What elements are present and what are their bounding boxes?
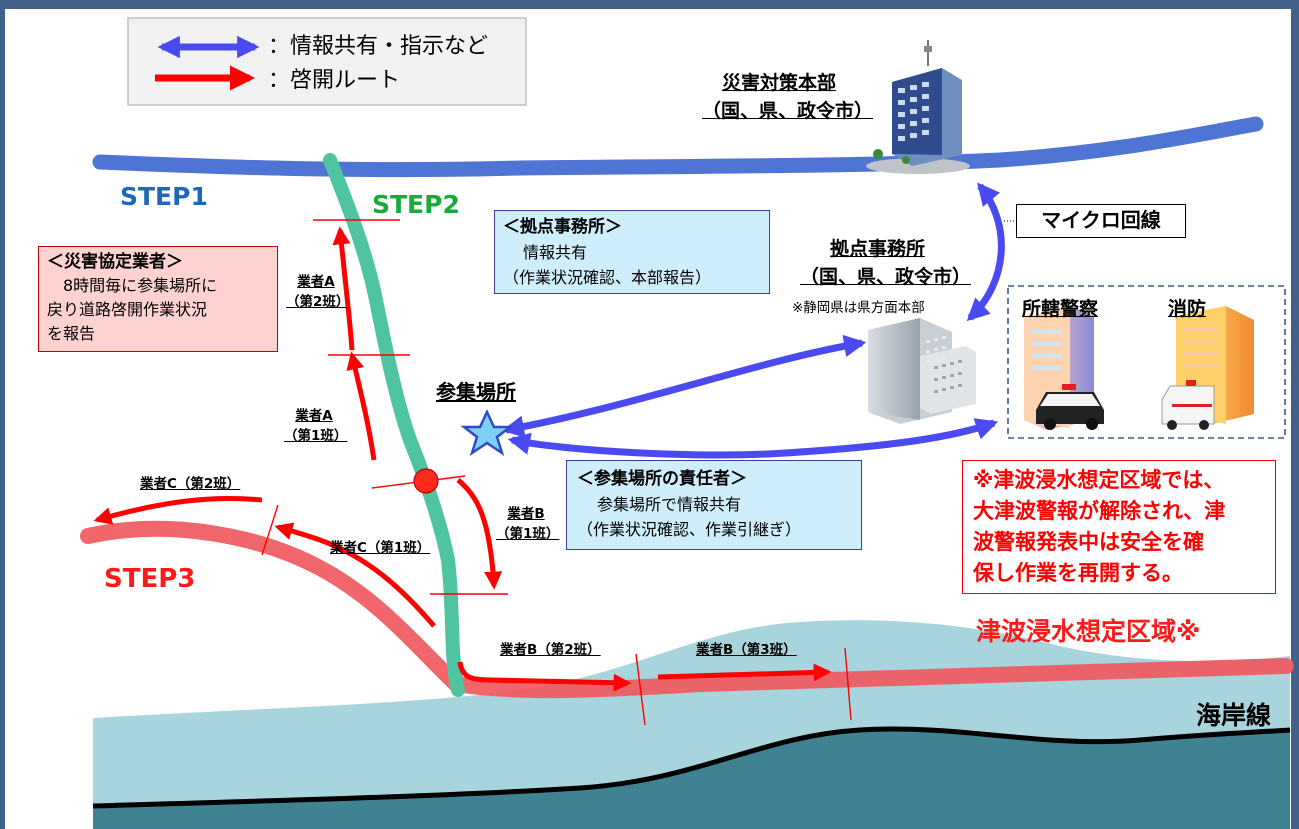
team-a1-name: 業者A bbox=[295, 408, 333, 424]
base-office-building-icon bbox=[868, 318, 976, 424]
contractor-box-line3: を報告 bbox=[47, 324, 96, 343]
legend-route-label: ：啓開ルート bbox=[268, 68, 401, 93]
tsunami-zone-label: 津波浸水想定区域※ bbox=[976, 617, 1201, 646]
step3-label: STEP3 bbox=[104, 564, 196, 594]
route-arrow-c2 bbox=[93, 495, 263, 525]
rally-point-label: 参集場所 bbox=[436, 380, 516, 404]
team-b1-shift: （第1班） bbox=[496, 526, 560, 542]
micro-link-box: マイクロ回線 bbox=[1016, 204, 1186, 238]
team-a1-label: 業者A （第1班） bbox=[284, 406, 348, 446]
route-arrow-a2 bbox=[332, 226, 355, 351]
base-office-box-title: ＜拠点事務所＞ bbox=[503, 217, 622, 237]
frame-top bbox=[0, 0, 1299, 9]
contractor-box-title: ＜災害協定業者＞ bbox=[47, 252, 183, 272]
team-a2-label: 業者A （第2班） bbox=[286, 272, 350, 312]
sea-deep bbox=[93, 729, 1290, 829]
ambulance-icon bbox=[1161, 380, 1215, 430]
team-a1-shift: （第1班） bbox=[284, 428, 348, 444]
route-arrow-b1 bbox=[456, 478, 503, 590]
legend-panel bbox=[127, 17, 527, 106]
team-a2-name: 業者A bbox=[297, 274, 335, 290]
base-office-box-line1: 情報共有 bbox=[523, 243, 588, 262]
frame-left bbox=[0, 0, 5, 829]
base-office-subtitle: （国、県、政令市） bbox=[800, 266, 972, 288]
junction-point bbox=[413, 468, 439, 494]
contractor-box-line2: 戻り道路啓開作業状況 bbox=[47, 300, 208, 319]
hq-subtitle: （国、県、政令市） bbox=[702, 100, 874, 122]
tsunami-note-line4: 保し作業を再開する。 bbox=[973, 561, 1183, 585]
tsunami-note-line1: ※津波浸水想定区域では、 bbox=[973, 468, 1225, 492]
fire-label: 消防 bbox=[1168, 298, 1207, 320]
team-a2-shift: （第2班） bbox=[286, 294, 350, 310]
tsunami-note-line2: 大津波警報が解除され、津 bbox=[973, 499, 1226, 523]
step3-road bbox=[80, 520, 1294, 699]
route-arrow-a1 bbox=[346, 351, 377, 461]
info-arrow-hq-base bbox=[966, 182, 1005, 322]
tsunami-note-box: ※津波浸水想定区域では、 大津波警報が解除され、津 波警報発表中は安全を確 保し… bbox=[962, 460, 1276, 594]
route-arrow-b2 bbox=[457, 661, 632, 692]
route-arrow-c1 bbox=[274, 522, 436, 628]
base-office-info-box: ＜拠点事務所＞ 情報共有 （作業状況確認、本部報告） bbox=[494, 210, 770, 294]
hq-building-icon bbox=[866, 40, 970, 174]
step1-label: STEP1 bbox=[120, 182, 208, 211]
route-arrow-b3 bbox=[657, 663, 832, 682]
frame-right bbox=[1291, 0, 1299, 829]
step2-label: STEP2 bbox=[372, 190, 460, 219]
contractor-info-box: ＜災害協定業者＞ 8時間毎に参集場所に 戻り道路啓開作業状況 を報告 bbox=[38, 246, 278, 352]
base-office-note: ※静岡県は県方面本部 bbox=[792, 300, 925, 316]
rally-box-title: ＜参集場所の責任者＞ bbox=[577, 469, 747, 489]
rally-point-star-icon bbox=[460, 409, 514, 457]
info-arrow-rally-police bbox=[507, 418, 999, 459]
coastline-line bbox=[92, 726, 1291, 809]
rally-box-line1: 参集場所で情報共有 bbox=[597, 495, 742, 514]
police-label: 所轄警察 bbox=[1022, 298, 1099, 320]
team-b1-name: 業者B bbox=[507, 506, 545, 522]
step2-road bbox=[323, 153, 465, 697]
police-fire-group-frame bbox=[1007, 285, 1286, 439]
team-b1-label: 業者B （第1班） bbox=[496, 504, 560, 544]
base-office-box-line2: （作業状況確認、本部報告） bbox=[503, 268, 712, 287]
base-office-title: 拠点事務所 bbox=[830, 238, 926, 260]
contractor-box-line1: 8時間毎に参集場所に bbox=[47, 276, 218, 295]
team-c1-label: 業者C（第1班） bbox=[330, 540, 431, 556]
hq-title: 災害対策本部 bbox=[722, 72, 837, 94]
team-c2-label: 業者C（第2班） bbox=[140, 476, 241, 492]
info-arrow-rally-base bbox=[501, 334, 867, 438]
team-b2-label: 業者B（第2班） bbox=[500, 642, 601, 658]
rally-box-line2: （作業状況確認、作業引継ぎ） bbox=[577, 520, 802, 539]
tsunami-note-line3: 波警報発表中は安全を確 bbox=[973, 530, 1204, 554]
step1-road bbox=[92, 116, 1264, 178]
police-car-icon bbox=[1036, 384, 1104, 430]
team-b3-label: 業者B（第3班） bbox=[696, 642, 797, 658]
coastline-label: 海岸線 bbox=[1196, 701, 1272, 730]
legend-info-label: ：情報共有・指示など bbox=[268, 34, 489, 59]
rally-info-box: ＜参集場所の責任者＞ 参集場所で情報共有 （作業状況確認、作業引継ぎ） bbox=[566, 460, 862, 550]
